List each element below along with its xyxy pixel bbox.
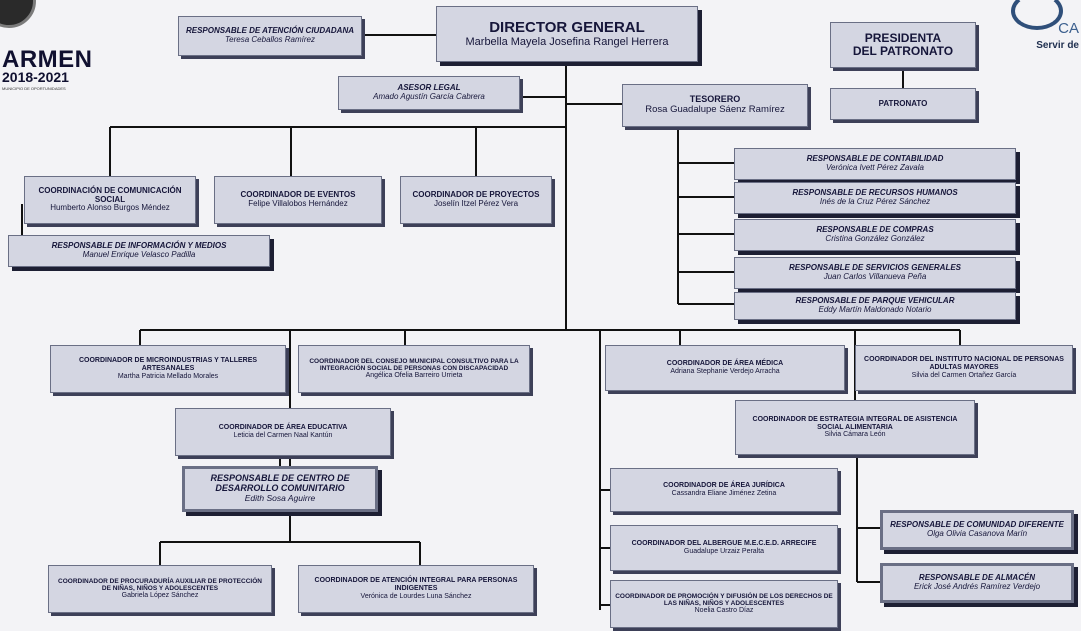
- consejo-box: COORDINADOR DEL CONSEJO MUNICIPAL CONSUL…: [298, 345, 530, 393]
- dif-logo-right: CA Servir de: [991, 0, 1081, 70]
- educativa-box: COORDINADOR DE ÁREA EDUCATIVA Leticia de…: [175, 408, 391, 456]
- indigentes-box: COORDINADOR DE ATENCIÓN INTEGRAL PARA PE…: [298, 565, 534, 613]
- tesorero-title: TESORERO: [689, 94, 741, 105]
- almacen-box: RESPONSABLE DE ALMACÉN Erick José Andrés…: [880, 563, 1074, 603]
- swirl-logo-icon: [1011, 0, 1063, 30]
- comunicacion-box: COORDINACIÓN DE COMUNICACIÓN SOCIAL Humb…: [24, 176, 196, 224]
- educativa-name: Leticia del Carmen Naal Kantún: [233, 432, 333, 439]
- contabilidad-box: RESPONSABLE DE CONTABILIDAD Verónica Ive…: [734, 148, 1016, 180]
- director-name: Marbella Mayela Josefina Rangel Herrera: [465, 36, 669, 49]
- presidenta-title-line1: PRESIDENTA: [864, 30, 942, 45]
- promocion-title: COORDINADOR DE PROMOCIÓN Y DIFUSIÓN DE L…: [615, 593, 833, 608]
- medica-title: COORDINADOR DE ÁREA MÉDICA: [666, 360, 784, 368]
- logo-right-tagline: Servir de: [1036, 40, 1079, 51]
- director-title: DIRECTOR GENERAL: [489, 18, 645, 36]
- almacen-name: Erick José Andrés Ramírez Verdejo: [913, 582, 1041, 591]
- proyectos-box: COORDINADOR DE PROYECTOS Joselín Itzel P…: [400, 176, 552, 224]
- atencion-name: Teresa Ceballos Ramírez: [225, 35, 315, 44]
- promocion-box: COORDINADOR DE PROMOCIÓN Y DIFUSIÓN DE L…: [610, 580, 838, 628]
- juridica-name: Cassandra Eliane Jiménez Zetina: [671, 490, 777, 497]
- medica-box: COORDINADOR DE ÁREA MÉDICA Adriana Steph…: [605, 345, 845, 391]
- municipal-logo-left: ARMEN 2018-2021 MUNICIPIO DE OPORTUNIDAD…: [0, 0, 115, 100]
- estrategia-box: COORDINADOR DE ESTRATEGIA INTEGRAL DE AS…: [735, 400, 975, 455]
- proyectos-title: COORDINADOR DE PROYECTOS: [412, 190, 540, 200]
- promocion-name: Noelia Castro Díaz: [694, 607, 754, 615]
- juridica-title: COORDINADOR DE ÁREA JURÍDICA: [663, 482, 785, 490]
- consejo-title: COORDINADOR DEL CONSEJO MUNICIPAL CONSUL…: [309, 358, 519, 373]
- tesorero-box: TESORERO Rosa Guadalupe Sáenz Ramírez: [622, 84, 808, 127]
- presidenta-box: PRESIDENTA DEL PATRONATO: [830, 22, 976, 68]
- procuraduria-box: COORDINADOR DE PROCURADURÍA AUXILIAR DE …: [48, 565, 272, 613]
- comunicacion-name: Humberto Alonso Burgos Méndez: [50, 203, 170, 213]
- estrategia-name: Silvia Cámara León: [824, 431, 886, 439]
- centro-name: Edith Sosa Aguirre: [244, 493, 316, 504]
- inapam-title: COORDINADOR DEL INSTITUTO NACIONAL DE PE…: [864, 356, 1064, 372]
- atencion-title: RESPONSABLE DE ATENCIÓN CIUDADANA: [185, 26, 354, 36]
- albergue-title: COORDINADOR DEL ALBERGUE M.E.C.E.D. ARRE…: [631, 540, 817, 548]
- juridica-box: COORDINADOR DE ÁREA JURÍDICA Cassandra E…: [610, 468, 838, 512]
- comunidad-title: RESPONSABLE DE COMUNIDAD DIFERENTE: [890, 520, 1064, 530]
- consejo-name: Angélica Ofelia Barreiro Urrieta: [365, 372, 463, 380]
- comunidad-box: RESPONSABLE DE COMUNIDAD DIFERENTE Olga …: [880, 510, 1074, 550]
- informacion-name: Manuel Enrique Velasco Padilla: [82, 250, 196, 259]
- contabilidad-title: RESPONSABLE DE CONTABILIDAD: [806, 154, 944, 164]
- contabilidad-name: Verónica Ivett Pérez Zavala: [826, 163, 924, 172]
- municipal-emblem-icon: [0, 0, 36, 28]
- asesor-title: ASESOR LEGAL: [397, 83, 461, 93]
- centro-title: RESPONSABLE DE CENTRO DE DESARROLLO COMU…: [210, 473, 350, 494]
- educativa-title: COORDINADOR DE ÁREA EDUCATIVA: [218, 424, 348, 432]
- procuraduria-name: Gabriela López Sánchez: [121, 592, 199, 600]
- compras-box: RESPONSABLE DE COMPRAS Cristina González…: [734, 219, 1016, 251]
- rh-title: RESPONSABLE DE RECURSOS HUMANOS: [792, 188, 958, 198]
- servicios-box: RESPONSABLE DE SERVICIOS GENERALES Juan …: [734, 257, 1016, 289]
- comunidad-name: Olga Olivia Casanova Marín: [926, 529, 1028, 538]
- medica-name: Adriana Stephanie Verdejo Arracha: [670, 368, 780, 375]
- proyectos-name: Joselín Itzel Pérez Vera: [433, 199, 519, 208]
- asesor-name: Amado Agustín García Cabrera: [373, 92, 485, 101]
- logo-years: 2018-2021: [2, 69, 69, 85]
- eventos-name: Felipe Villalobos Hernández: [248, 199, 348, 208]
- logo-tagline: MUNICIPIO DE OPORTUNIDADES: [2, 86, 66, 91]
- microindustrias-name: Martha Patricia Mellado Morales: [117, 372, 219, 380]
- albergue-box: COORDINADOR DEL ALBERGUE M.E.C.E.D. ARRE…: [610, 525, 838, 571]
- procuraduria-title: COORDINADOR DE PROCURADURÍA AUXILIAR DE …: [58, 578, 262, 593]
- director-box: DIRECTOR GENERAL Marbella Mayela Josefin…: [436, 6, 698, 62]
- presidenta-title-line2: DEL PATRONATO: [852, 44, 954, 58]
- compras-title: RESPONSABLE DE COMPRAS: [816, 225, 934, 235]
- compras-name: Cristina González González: [825, 234, 925, 243]
- parque-name: Eddy Martín Maldonado Notario: [818, 305, 932, 314]
- asesor-box: ASESOR LEGAL Amado Agustín García Cabrer…: [338, 76, 520, 110]
- atencion-box: RESPONSABLE DE ATENCIÓN CIUDADANA Teresa…: [178, 16, 362, 56]
- patronato-title: PATRONATO: [878, 98, 928, 108]
- indigentes-name: Verónica de Lourdes Luna Sánchez: [360, 592, 472, 600]
- servicios-title: RESPONSABLE DE SERVICIOS GENERALES: [788, 263, 962, 273]
- eventos-title: COORDINADOR DE EVENTOS: [240, 190, 356, 200]
- rh-box: RESPONSABLE DE RECURSOS HUMANOS Inés de …: [734, 182, 1016, 214]
- informacion-box: RESPONSABLE DE INFORMACIÓN Y MEDIOS Manu…: [8, 235, 270, 267]
- estrategia-title: COORDINADOR DE ESTRATEGIA INTEGRAL DE AS…: [752, 415, 958, 431]
- microindustrias-title: COORDINADOR DE MICROINDUSTRIAS Y TALLERE…: [78, 357, 258, 373]
- comunicacion-title: COORDINACIÓN DE COMUNICACIÓN SOCIAL: [38, 185, 182, 204]
- logo-right-letters: CA: [1058, 20, 1079, 37]
- inapam-name: Silvia del Carmen Ortañez García: [911, 371, 1017, 379]
- rh-name: Inés de la Cruz Pérez Sánchez: [819, 197, 931, 206]
- tesorero-name: Rosa Guadalupe Sáenz Ramírez: [645, 104, 785, 116]
- parque-title: RESPONSABLE DE PARQUE VEHICULAR: [795, 296, 955, 306]
- indigentes-title: COORDINADOR DE ATENCIÓN INTEGRAL PARA PE…: [314, 577, 518, 593]
- parque-box: RESPONSABLE DE PARQUE VEHICULAR Eddy Mar…: [734, 292, 1016, 320]
- albergue-name: Guadalupe Urzaiz Peralta: [683, 548, 765, 555]
- inapam-box: COORDINADOR DEL INSTITUTO NACIONAL DE PE…: [855, 345, 1073, 391]
- microindustrias-box: COORDINADOR DE MICROINDUSTRIAS Y TALLERE…: [50, 345, 286, 393]
- almacen-title: RESPONSABLE DE ALMACÉN: [918, 573, 1036, 583]
- patronato-box: PATRONATO: [830, 88, 976, 120]
- logo-word: ARMEN: [2, 46, 93, 73]
- eventos-box: COORDINADOR DE EVENTOS Felipe Villalobos…: [214, 176, 382, 224]
- centro-box: RESPONSABLE DE CENTRO DE DESARROLLO COMU…: [182, 466, 378, 512]
- servicios-name: Juan Carlos Villanueva Peña: [823, 272, 927, 281]
- informacion-title: RESPONSABLE DE INFORMACIÓN Y MEDIOS: [51, 241, 227, 251]
